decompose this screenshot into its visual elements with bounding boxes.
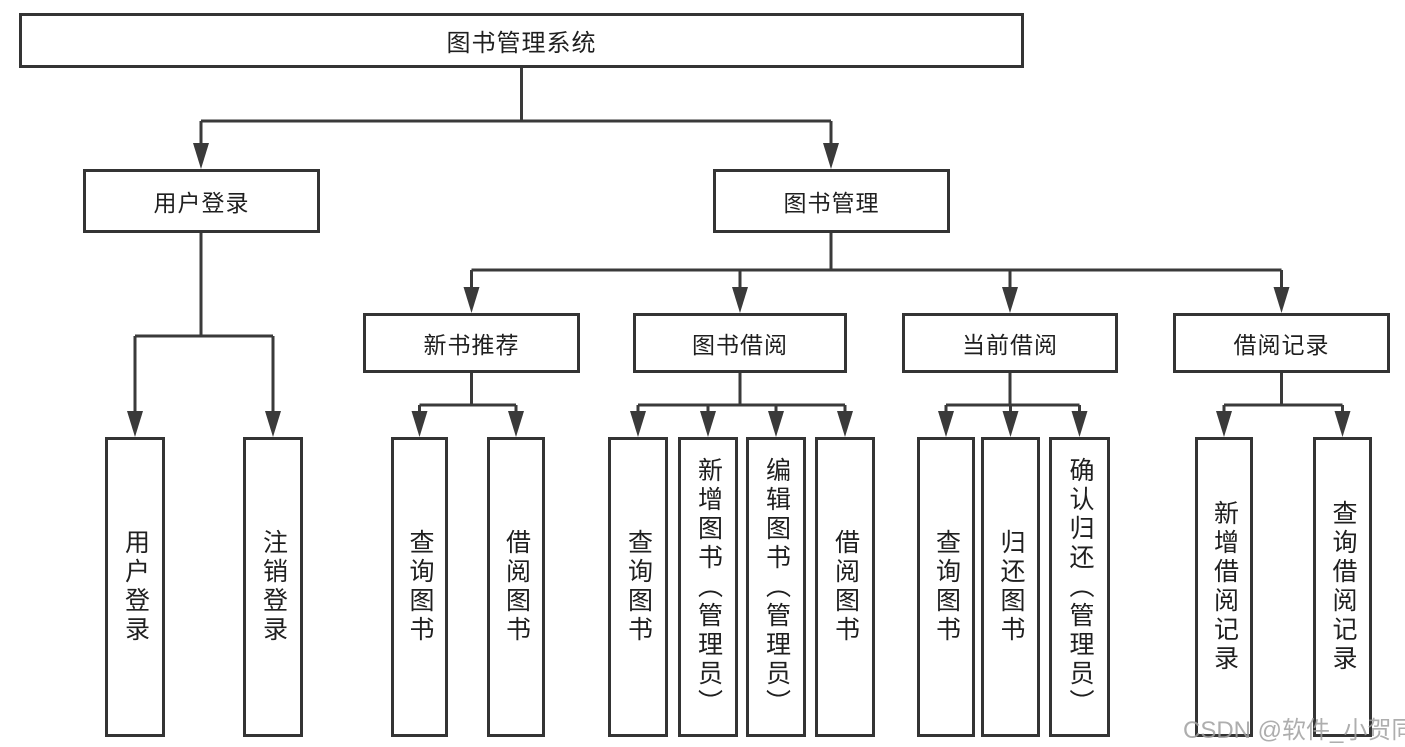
node-leaf-edit-books-admin: 编辑图书（管理员）: [746, 437, 806, 737]
node-leaf-user-login: 用户登录: [105, 437, 165, 737]
node-current-borrowing: 当前借阅: [902, 313, 1118, 373]
node-new-book-recommend: 新书推荐: [363, 313, 580, 373]
node-leaf-logout: 注销登录: [243, 437, 303, 737]
node-leaf-confirm-return-admin: 确认归还（管理员）: [1049, 437, 1110, 737]
node-leaf-query-borrow-record: 查询借阅记录: [1313, 437, 1372, 737]
node-leaf-query-books-2: 查询图书: [608, 437, 668, 737]
node-user-login: 用户登录: [83, 169, 320, 233]
node-root: 图书管理系统: [19, 13, 1024, 68]
node-borrowing-records: 借阅记录: [1173, 313, 1390, 373]
node-leaf-add-borrow-record: 新增借阅记录: [1195, 437, 1253, 737]
node-leaf-borrow-books-1: 借阅图书: [487, 437, 545, 737]
node-leaf-query-books-3: 查询图书: [917, 437, 975, 737]
node-leaf-add-books-admin: 新增图书（管理员）: [678, 437, 738, 737]
node-leaf-return-books: 归还图书: [981, 437, 1040, 737]
node-leaf-borrow-books-2: 借阅图书: [815, 437, 875, 737]
node-book-management: 图书管理: [713, 169, 950, 233]
csdn-watermark: CSDN @软件_小贺同学: [1183, 717, 1405, 744]
node-leaf-query-books-1: 查询图书: [391, 437, 448, 737]
node-book-borrowing: 图书借阅: [633, 313, 847, 373]
